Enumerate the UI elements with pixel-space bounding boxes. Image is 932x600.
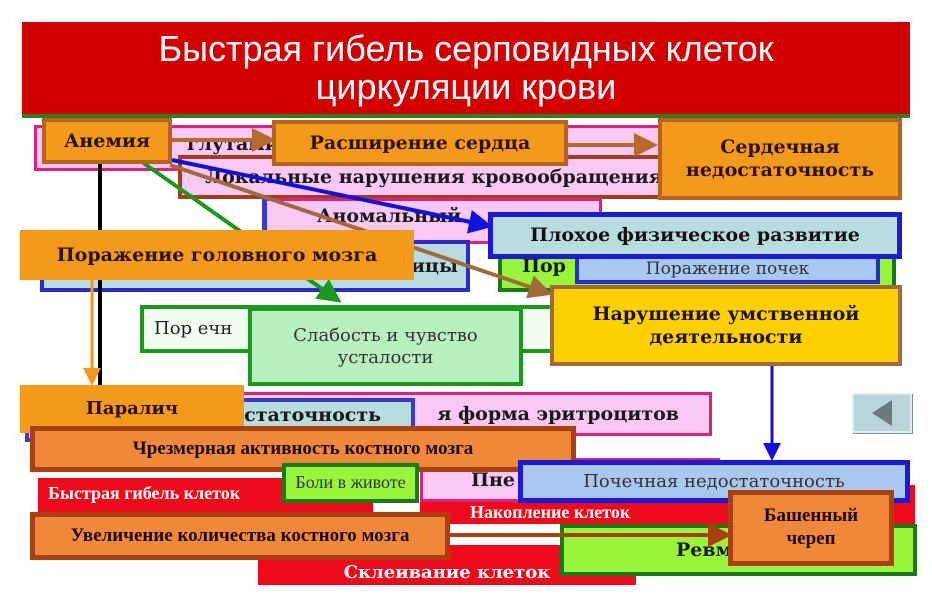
node-brain: Поражение головного мозга — [20, 230, 414, 280]
node-tower-skull: Башенный череп — [728, 490, 894, 566]
title-line1: Быстрая гибель серповидных клеток — [158, 28, 774, 69]
node-renal-failure: Почечная недостаточность — [518, 460, 910, 503]
node-anemia: Анемия — [42, 118, 172, 164]
arrow-anemia-mental — [169, 163, 553, 299]
node-abdominal-pain: Боли в животе — [282, 463, 419, 503]
back-button[interactable] — [852, 393, 912, 433]
node-weakness: Слабость и чувство усталости — [248, 307, 523, 386]
title-line2: циркуляции крови — [315, 65, 617, 107]
node-marrow-increase: Увеличение количества костного мозга — [30, 512, 450, 560]
node-poor-growth: Плохое физическое развитие — [488, 212, 902, 259]
node-heart-enlarge: Расширение сердца — [272, 120, 568, 166]
node-mental: Нарушение умственной деятельности — [550, 285, 902, 366]
node-heart-failure: Сердечная недостаточность — [658, 118, 902, 200]
title-banner: Быстрая гибель серповидных клеток циркул… — [22, 22, 910, 118]
triangle-left-icon — [872, 400, 892, 426]
arrow-anemia-growth — [171, 158, 493, 234]
node-paralysis: Паралич — [20, 385, 244, 433]
